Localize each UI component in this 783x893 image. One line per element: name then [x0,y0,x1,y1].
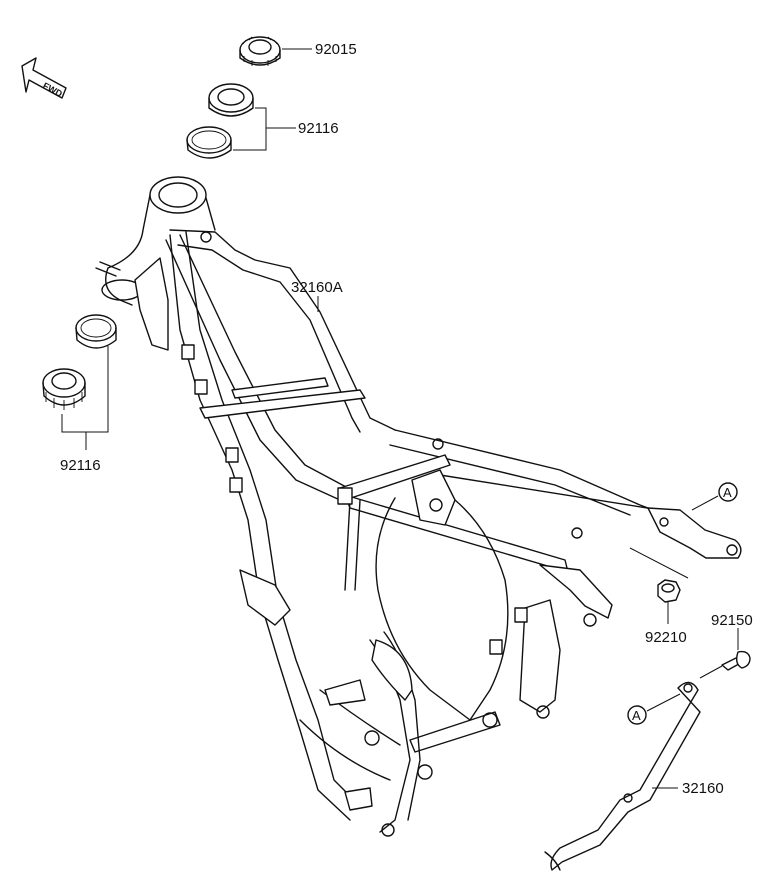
hex-bolt [721,650,751,671]
leader-92116-upper [233,107,296,151]
callout-a-lower: A [627,693,681,725]
part-number-92150: 92150 [711,612,753,629]
leader-92116-lower [61,346,109,450]
part-number-92210: 92210 [645,629,687,646]
upper-bearing [208,83,254,117]
flange-nut [657,579,681,603]
part-number-92116-lower: 92116 [60,457,101,474]
lower-bearing [42,368,86,410]
main-frame [95,176,742,837]
part-number-32160A: 32160A [291,279,343,296]
steering-stem-nut [239,36,281,66]
lower-bearing-race [75,314,117,349]
svg-text:A: A [723,485,732,500]
part-number-32160: 32160 [682,780,724,797]
callout-a-upper: A [691,482,738,511]
leader-92150 [699,628,739,679]
upper-bearing-race [186,126,232,159]
fwd-arrow-icon: FWD [21,57,67,99]
part-number-92116-upper: 92116 [298,120,339,137]
part-number-92015: 92015 [315,41,357,58]
svg-text:A: A [632,708,641,723]
leader-92210 [629,547,689,624]
sub-frame-bar [544,681,701,871]
